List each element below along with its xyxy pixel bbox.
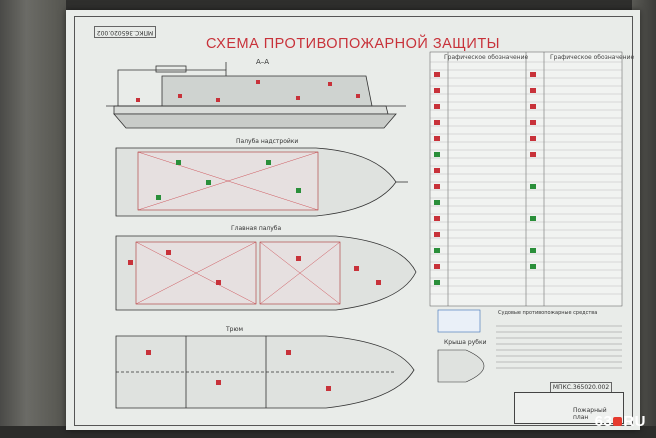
upper-deck-markers <box>156 160 301 200</box>
legend-title-left: Графическое обозначение <box>444 54 529 61</box>
wall-top <box>0 0 656 10</box>
main-deck-markers <box>128 250 381 285</box>
wall-left <box>0 0 66 438</box>
legend-title-right: Графическое обозначение <box>550 54 635 61</box>
wheelhouse-label: Крыша рубки <box>444 339 487 346</box>
legend-rows <box>430 61 622 295</box>
legend-table <box>429 51 623 307</box>
approval-stamp <box>437 309 481 333</box>
poster-frame <box>74 16 633 426</box>
watermark-domain: RU <box>623 413 646 430</box>
section-a-label: А–А <box>256 58 269 66</box>
watermark-number: 63 <box>594 413 613 430</box>
specs-table <box>496 325 622 369</box>
site-watermark: 63 RU <box>595 413 646 430</box>
ship-side-section <box>106 62 406 129</box>
poster-title: СХЕМА ПРОТИВОПОЖАРНОЙ ЗАЩИТЫ <box>205 36 501 52</box>
main-deck-label: Главная палуба <box>231 225 282 232</box>
title-block: Пожарный план <box>514 392 624 424</box>
upper-deck-label: Палуба надстройки <box>236 138 298 145</box>
side-section-markers <box>136 80 360 102</box>
title-block-text: Пожарный план <box>573 407 607 421</box>
wheelhouse-roof <box>437 349 485 383</box>
ship-drawings: А–А Палуба надстройки Главная палуба <box>106 51 623 409</box>
upper-deck-plan <box>115 147 408 217</box>
hold-label: Трюм <box>225 326 243 333</box>
hold-markers <box>146 350 331 391</box>
legend-icons <box>434 72 536 285</box>
main-deck-plan <box>115 235 417 311</box>
hold-plan <box>115 335 415 409</box>
watermark-dot-icon <box>613 417 623 426</box>
specs-title: Судовые противопожарные средства <box>498 310 597 316</box>
fire-protection-poster: МПКС.365020.002 СХЕМА ПРОТИВОПОЖАРНОЙ ЗА… <box>66 10 640 430</box>
